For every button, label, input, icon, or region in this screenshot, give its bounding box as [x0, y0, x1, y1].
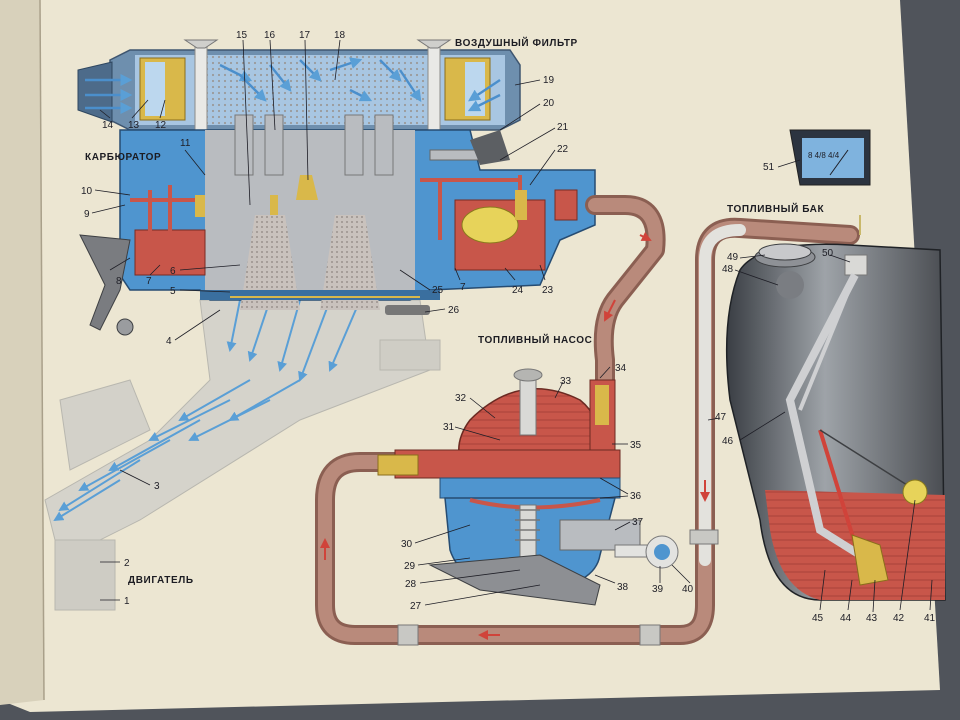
callout-33: 33: [560, 376, 572, 387]
callout-47: 47: [715, 412, 727, 423]
callout-38: 38: [617, 582, 629, 593]
callout-49: 49: [727, 252, 739, 263]
callout-19: 19: [543, 75, 555, 86]
callout-18: 18: [334, 30, 346, 41]
label-fuel-tank: ТОПЛИВНЫЙ БАК: [727, 202, 824, 215]
callout-numbers: 1 2 3 4 5 6 7 7 8 9 10 11 12 13 14 15 16…: [81, 30, 936, 624]
page-gutter: [39, 0, 45, 701]
callout-29: 29: [404, 561, 416, 572]
fuel-gauge: 8 4/8 4/4: [789, 129, 871, 186]
callout-30: 30: [401, 539, 413, 550]
callout-13: 13: [128, 120, 140, 131]
fuel-gauge-scale-label: 8 4/8 4/4: [808, 151, 840, 160]
callout-15: 15: [236, 30, 248, 41]
callout-21: 21: [557, 122, 569, 133]
callout-6: 6: [170, 266, 176, 277]
callout-44: 44: [840, 613, 852, 624]
callout-7-left: 7: [146, 276, 152, 287]
callout-48: 48: [722, 264, 734, 275]
air-flow-arrows-manifold: [53, 299, 361, 522]
callout-27: 27: [410, 601, 422, 612]
callout-5: 5: [170, 286, 176, 297]
callout-34: 34: [615, 363, 627, 374]
callout-14: 14: [102, 120, 114, 131]
callout-22: 22: [557, 144, 569, 155]
callout-12: 12: [155, 120, 167, 131]
callout-41: 41: [924, 613, 936, 624]
callout-36: 36: [630, 491, 642, 502]
air-filter: [77, 39, 521, 131]
callout-39: 39: [652, 584, 664, 595]
callout-32: 32: [455, 393, 467, 404]
callout-37: 37: [632, 517, 644, 528]
callout-26: 26: [448, 305, 460, 316]
label-fuel-pump: ТОПЛИВНЫЙ НАСОС: [478, 333, 592, 346]
callout-45: 45: [812, 613, 824, 624]
air-flow-arrows-filter: [85, 57, 501, 114]
callout-17: 17: [299, 30, 311, 41]
callout-40: 40: [682, 584, 694, 595]
callout-20: 20: [543, 98, 555, 109]
label-carburetor: КАРБЮРАТОР: [85, 152, 161, 163]
callout-35: 35: [630, 440, 642, 451]
callout-16: 16: [264, 30, 276, 41]
fuel-flow-arrows: [320, 231, 710, 640]
fuel-pump: [377, 368, 679, 606]
callout-8: 8: [116, 276, 122, 287]
callout-3: 3: [154, 481, 160, 492]
carburetor: [79, 114, 596, 336]
fuel-tank: [725, 215, 946, 601]
callout-1: 1: [124, 596, 130, 607]
callout-24: 24: [512, 285, 524, 296]
leader-lines: [91, 39, 933, 613]
callout-50: 50: [822, 248, 834, 259]
callout-23: 23: [542, 285, 554, 296]
callout-28: 28: [405, 579, 417, 590]
callout-46: 46: [722, 436, 734, 447]
callout-43: 43: [866, 613, 878, 624]
callout-42: 42: [893, 613, 905, 624]
fuel-hoses: [315, 195, 860, 646]
label-air-filter: ВОЗДУШНЫЙ ФИЛЬТР: [455, 36, 578, 49]
callout-9: 9: [84, 209, 90, 220]
label-engine: ДВИГАТЕЛЬ: [128, 575, 194, 586]
callout-51: 51: [763, 162, 775, 173]
callout-4: 4: [166, 336, 172, 347]
callout-7-right: 7: [460, 282, 466, 293]
callout-11: 11: [180, 138, 191, 149]
callout-2: 2: [124, 558, 130, 569]
callout-31: 31: [443, 422, 455, 433]
previous-page-edge: [0, 0, 44, 705]
callout-10: 10: [81, 186, 93, 197]
callout-25: 25: [432, 285, 444, 296]
